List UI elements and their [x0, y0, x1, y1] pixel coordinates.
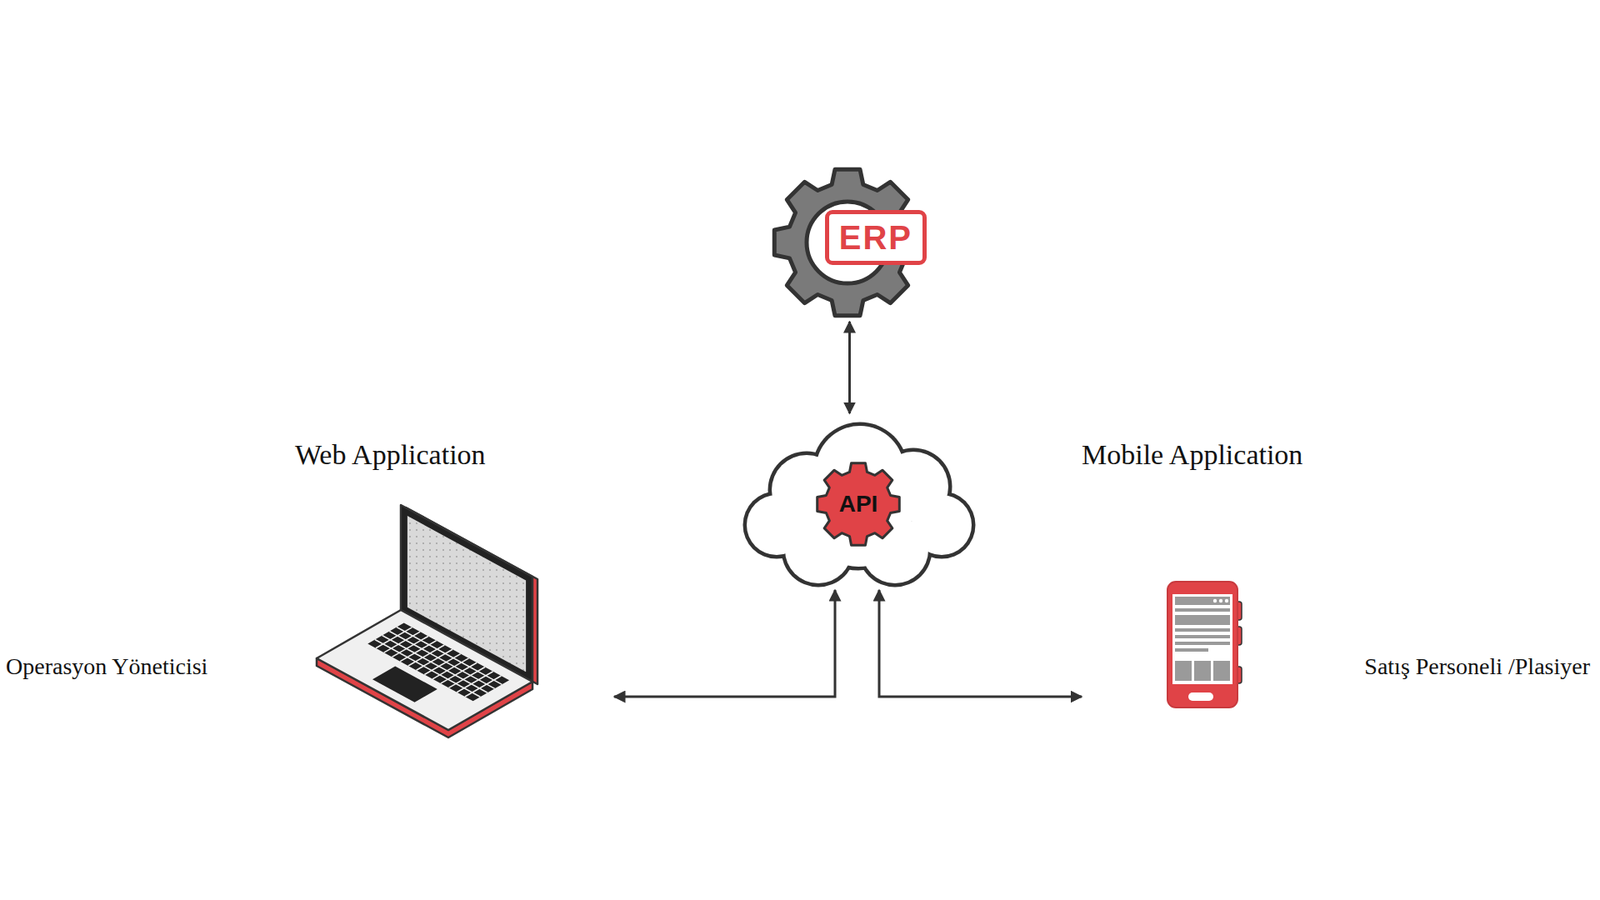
phone-illustration [1167, 581, 1242, 708]
connector-arrow [614, 590, 835, 697]
connector-arrow [848, 321, 851, 414]
user-role: Satış Personeli /Plasiyer [1364, 653, 1590, 680]
api-cloud: API [735, 418, 982, 590]
app-heading: Mobile Application [1081, 439, 1303, 471]
api-label: API [839, 490, 879, 518]
erp-label: ERP [825, 210, 927, 265]
connector-arrow [879, 590, 1082, 697]
laptop-illustration [316, 505, 538, 738]
user-role: Operasyon Yöneticisi [5, 653, 208, 680]
mobile-app-node: Mobile ApplicationSatış Personeli /Plasi… [1081, 433, 1594, 742]
erp-gear: ERP [772, 166, 927, 319]
web-app-node: Web ApplicationOperasyon Yöneticisi [5, 433, 615, 742]
api-gear [817, 463, 900, 546]
cloud-outline [743, 422, 976, 588]
app-heading: Web Application [295, 439, 486, 471]
